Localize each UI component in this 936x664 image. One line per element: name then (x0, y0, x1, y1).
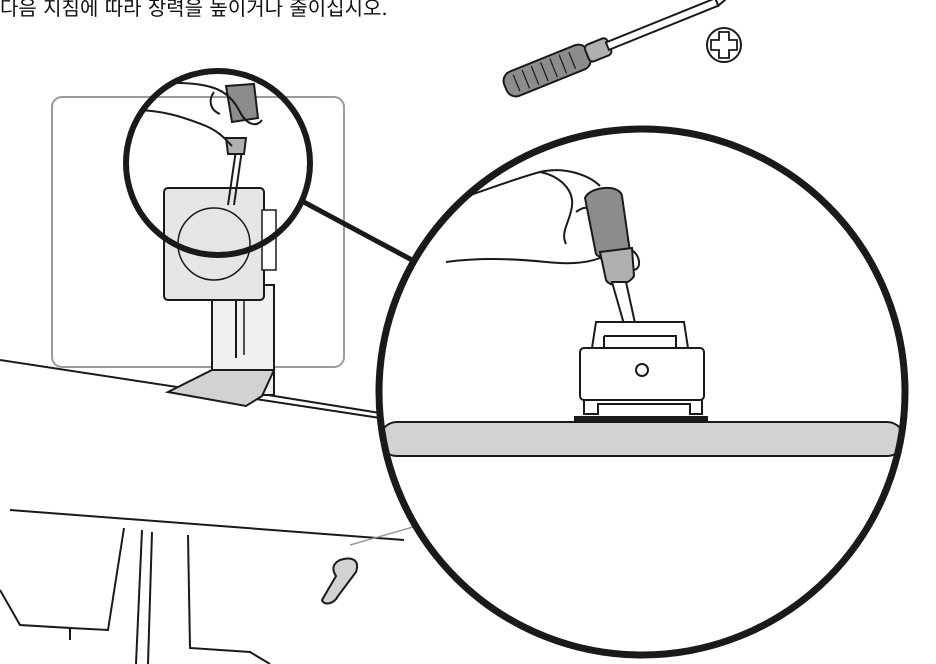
stand-base (168, 370, 274, 406)
zoom-detail-circle (379, 129, 905, 655)
phillips-cross-icon (707, 28, 741, 62)
screwdriver-grip (600, 248, 634, 285)
phillips-screwdriver-icon (501, 0, 733, 99)
mounting-bar (380, 422, 904, 456)
zoom-connector (300, 200, 412, 260)
detail-indicator-circle (52, 71, 344, 367)
